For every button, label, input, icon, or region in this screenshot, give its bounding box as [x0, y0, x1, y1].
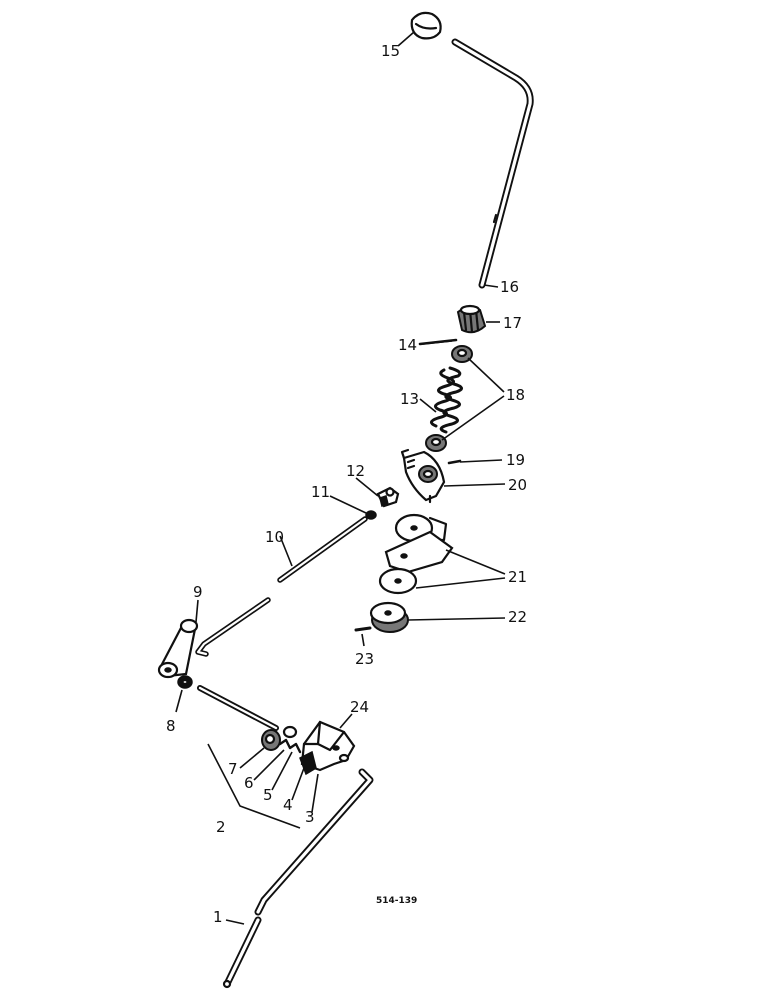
part-9-bellcrank — [157, 618, 199, 679]
callout-20: 20 — [508, 476, 527, 494]
leader-lines — [175, 31, 506, 925]
part-17-cap-nut — [456, 304, 487, 334]
part-22-base-disc — [369, 601, 409, 633]
part-21-plate — [384, 530, 454, 574]
callout-22: 22 — [508, 608, 527, 626]
callout-2: 2 — [216, 818, 226, 836]
part-5-washer — [282, 725, 298, 739]
part-24-bracket — [299, 720, 356, 776]
callout-4: 4 — [283, 796, 293, 814]
drawing-reference-number: 514-139 — [376, 896, 417, 906]
callout-5: 5 — [263, 786, 273, 804]
callout-9: 9 — [193, 583, 203, 601]
callout-11: 11 — [311, 483, 330, 501]
part-7-collar — [261, 729, 281, 751]
part-1-shift-rod — [222, 768, 374, 989]
callout-8: 8 — [166, 717, 176, 735]
part-8-nut — [177, 675, 193, 689]
part-12-clevis — [376, 486, 400, 508]
callout-labels: 15 16 17 14 18 13 19 20 12 11 10 21 22 2… — [166, 42, 527, 926]
callout-18: 18 — [506, 386, 525, 404]
part-19-pin — [447, 459, 462, 465]
callout-23: 23 — [355, 650, 374, 668]
part-18-washer-upper — [451, 345, 473, 363]
part-21-disc-lower — [378, 567, 418, 595]
callout-24: 24 — [350, 698, 369, 716]
callout-16: 16 — [500, 278, 519, 296]
callout-19: 19 — [506, 451, 525, 469]
callout-15: 15 — [381, 42, 400, 60]
callout-14: 14 — [398, 336, 417, 354]
part-13-spring — [430, 366, 463, 434]
callout-6: 6 — [244, 774, 254, 792]
part-23-pin — [354, 626, 372, 632]
callout-21: 21 — [508, 568, 527, 586]
part-10-control-rod — [195, 516, 368, 657]
callout-1: 1 — [213, 908, 223, 926]
callout-10: 10 — [265, 528, 284, 546]
callout-13: 13 — [400, 390, 419, 408]
callout-12: 12 — [346, 462, 365, 480]
part-11-nut — [365, 510, 377, 520]
callout-3: 3 — [305, 808, 315, 826]
part-18-washer-lower — [425, 434, 447, 452]
part-6-spring — [278, 738, 302, 754]
callout-17: 17 — [503, 314, 522, 332]
part-20-pivot-housing — [400, 448, 446, 504]
part-16-gear-lever — [451, 38, 534, 289]
part-15-knob — [410, 11, 442, 40]
selector-shaft — [197, 685, 279, 731]
callout-7: 7 — [228, 760, 238, 778]
